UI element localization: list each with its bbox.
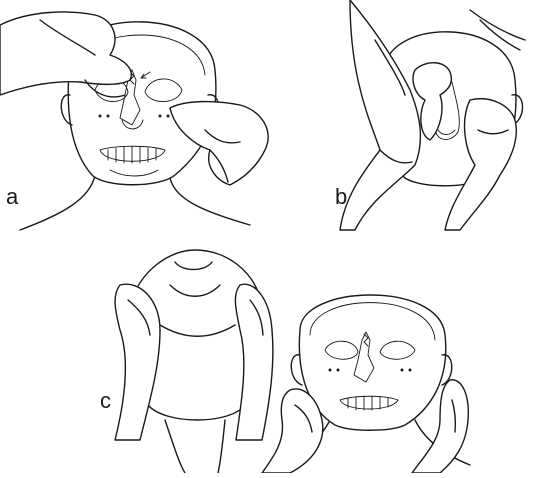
panel-b-illustration	[340, 0, 525, 230]
panel-label-b: b	[335, 186, 347, 208]
hand-left-b	[340, 0, 420, 230]
panel-label-c: c	[100, 390, 111, 412]
panel-c-right-illustration	[262, 295, 470, 473]
panel-a-illustration	[0, 12, 268, 230]
hand-left-c	[115, 284, 160, 440]
hand-left-c-right	[262, 389, 323, 473]
panel-label-a: a	[6, 186, 18, 208]
panel-c-left-illustration	[115, 250, 273, 473]
